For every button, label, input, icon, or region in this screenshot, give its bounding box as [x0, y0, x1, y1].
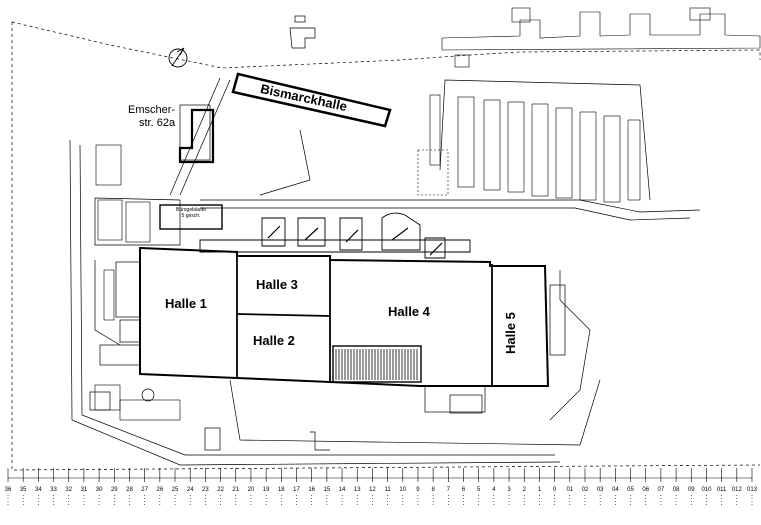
scale-tick-label: 7 [447, 487, 451, 493]
scale-tick-label: 08 [673, 487, 680, 493]
scale-tick-label: 31 [81, 487, 88, 493]
scale-tick-label: 11 [384, 487, 391, 493]
halle-2-label: Halle 2 [253, 333, 295, 348]
scale-tick-label: 10 [399, 487, 406, 493]
scale-tick-label: 01 [566, 487, 573, 493]
scale-tick-label: 23 [202, 487, 209, 493]
scale-tick-label: 04 [612, 487, 619, 493]
north-corridor [199, 239, 471, 253]
scale-tick-label: 18 [278, 487, 285, 493]
street-label: Emscher- str. 62a [128, 104, 175, 130]
scale-tick-label: 9 [416, 487, 420, 493]
property-boundary [11, 21, 761, 471]
scale-tick-label: 010 [701, 487, 712, 493]
scale-tick-label: 35 [20, 487, 27, 493]
small-buildings-north [179, 15, 316, 161]
scale-tick-label: 6 [462, 487, 466, 493]
loading-dock [332, 345, 422, 383]
scale-tick-label: 02 [582, 487, 589, 493]
street-label-line2: str. 62a [138, 117, 176, 130]
scale-tick-label: 06 [642, 487, 649, 493]
street-label-line1: Emscher- [128, 104, 176, 116]
scale-tick-label: 21 [232, 487, 239, 493]
halle-1-label: Halle 1 [165, 296, 207, 311]
parking-rows [417, 94, 641, 203]
loading-dock-hatch [335, 349, 418, 380]
emscherstrasse-62a-building [178, 108, 215, 164]
office-building-label: Bürogebäude 5 gesch. [162, 207, 220, 219]
scale-tick-label: 24 [187, 487, 194, 493]
scale-tick-label: 05 [627, 487, 634, 493]
scale-tick-label: 1 [538, 487, 542, 493]
parking-west [94, 144, 181, 421]
scale-tick-label: 28 [126, 487, 133, 493]
scale-tick-label: 26 [156, 487, 163, 493]
scale-tick-label: 19 [263, 487, 270, 493]
roads [69, 77, 701, 466]
scale-tick-label: 29 [111, 487, 118, 493]
scale-tick-label: 03 [597, 487, 604, 493]
scale-tick-label: 13 [354, 487, 361, 493]
scale-tick-label: 5 [477, 487, 481, 493]
stair-towers [261, 212, 446, 259]
scale-tick-label: 15 [324, 487, 331, 493]
southeast-annex [424, 284, 566, 414]
scale-tick-label: 012 [732, 487, 743, 493]
scale-tick-label: 34 [35, 487, 42, 493]
scale-tick-label: 32 [65, 487, 72, 493]
scale-tick-label: 22 [217, 487, 224, 493]
halls-outline [139, 246, 550, 387]
scale-tick-label: 013 [747, 487, 758, 493]
scale-tick-label: 17 [293, 487, 300, 493]
halle-4-label: Halle 4 [388, 304, 430, 319]
west-annexes [99, 261, 141, 366]
halle-3-label: Halle 3 [256, 277, 298, 292]
scale-tick-label: 33 [50, 487, 57, 493]
scale-tick-label: 25 [172, 487, 179, 493]
scale-tick-label: 20 [248, 487, 255, 493]
south-structures [89, 388, 330, 451]
scale-tick-label: 8 [431, 487, 435, 493]
scale-tick-label: 2 [523, 487, 527, 493]
northeast-complex [441, 7, 761, 68]
scale-tick-label: 07 [658, 487, 665, 493]
scale-tick-label: 36 [5, 487, 12, 493]
north-arrow-icon [168, 47, 188, 68]
office-building [159, 204, 223, 230]
scale-tick-label: 12 [369, 487, 376, 493]
scale-tick-label: 011 [717, 487, 727, 493]
office-building-label-line1: Bürogebäude [175, 207, 207, 213]
office-building-label-line2: 5 gesch. [181, 212, 201, 219]
bismarckhalle-building [231, 72, 392, 128]
scale-tick-label: 0 [553, 487, 557, 493]
scale-tick-label: 27 [141, 487, 148, 493]
scale-tick-label: 14 [339, 487, 346, 493]
scale-tick-label: 30 [96, 487, 103, 493]
scale-tick-label: 3 [507, 487, 511, 493]
scale-tick-label: 09 [688, 487, 695, 493]
scale-tick-label: 16 [308, 487, 315, 493]
scale-tick-label: 4 [492, 487, 496, 493]
halle-5-label: Halle 5 [503, 312, 518, 354]
